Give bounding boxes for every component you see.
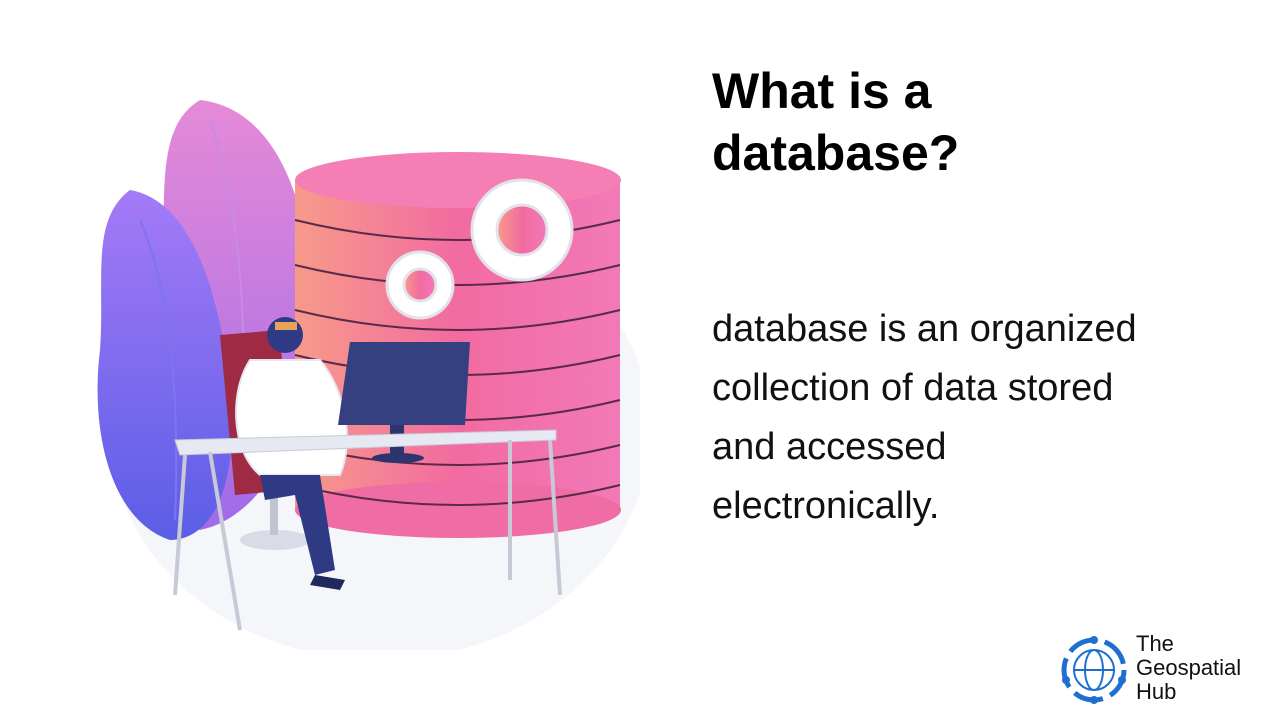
- person-at-desk-database-icon: [97, 100, 650, 660]
- logo-wordmark: The Geospatial Hub: [1136, 632, 1241, 704]
- definition-line: electronically.: [712, 485, 940, 527]
- definition-text: database is an organized collection of d…: [712, 300, 1252, 536]
- logo-line: Hub: [1136, 679, 1177, 704]
- definition-line: database is an organized: [712, 308, 1137, 350]
- gear-icon: [385, 178, 574, 320]
- globe-network-icon: [1061, 636, 1127, 704]
- logo-line: The: [1136, 631, 1174, 656]
- geospatial-hub-logo: The Geospatial Hub: [1058, 632, 1278, 712]
- definition-line: and accessed: [712, 426, 947, 468]
- title-line: database?: [712, 125, 960, 181]
- database-illustration: [80, 90, 650, 660]
- page-title: What is a database?: [712, 60, 1232, 184]
- logo-line: Geospatial: [1136, 655, 1242, 680]
- definition-line: collection of data stored: [712, 367, 1114, 409]
- title-line: What is a: [712, 63, 932, 119]
